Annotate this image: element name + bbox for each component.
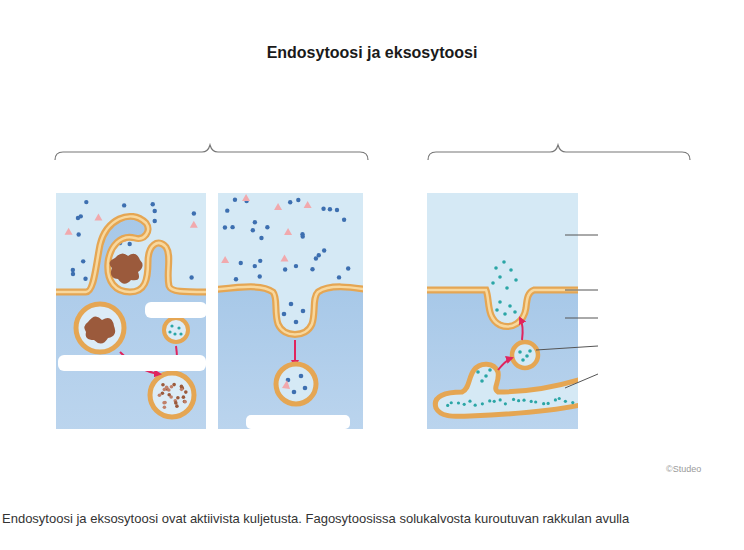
bracket [428,145,690,160]
caption-text: Endosytoosi ja eksosytoosi ovat aktiivis… [2,511,629,526]
diagram-title: Endosytoosi ja eksosytoosi [0,44,744,62]
watermark: ©Studeo [666,464,701,474]
exocytosis-panel [427,193,578,429]
leader-line [536,235,598,388]
pinocytosis-panel [218,193,363,429]
bracket [55,145,368,160]
phagocytosis-panel [56,193,206,429]
